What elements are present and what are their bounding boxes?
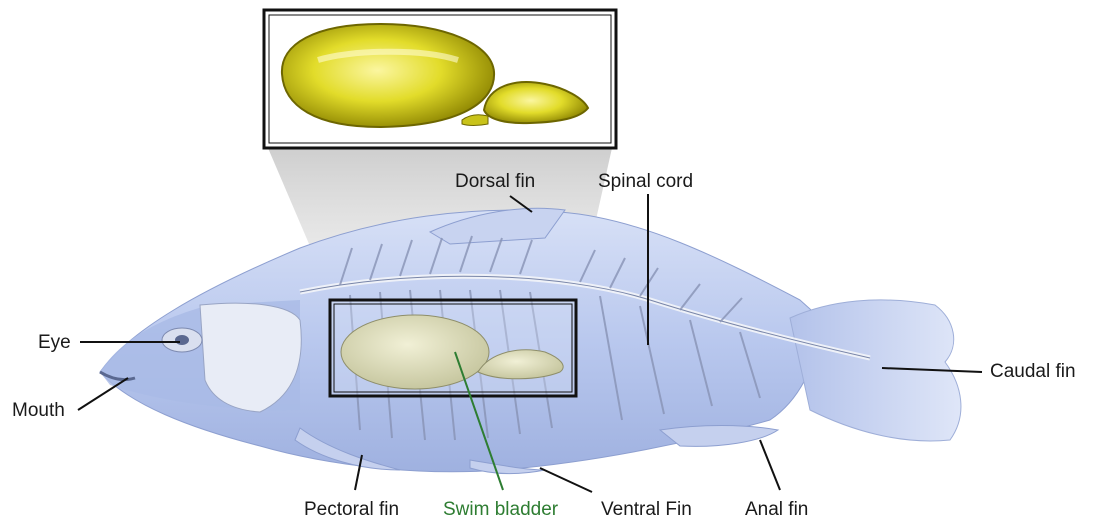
- label-spinal-cord: Spinal cord: [598, 172, 693, 191]
- leader-anal-fin: [760, 440, 780, 490]
- inset-bladder-anterior: [282, 24, 494, 127]
- label-dorsal-fin: Dorsal fin: [455, 172, 535, 191]
- swim-bladder-inset: [264, 10, 616, 148]
- label-anal-fin: Anal fin: [745, 500, 808, 519]
- label-caudal-fin: Caudal fin: [990, 362, 1076, 381]
- swim-bladder-box: [330, 300, 576, 396]
- leader-mouth: [78, 378, 128, 410]
- label-swim-bladder: Swim bladder: [443, 500, 558, 519]
- label-pectoral-fin: Pectoral fin: [304, 500, 399, 519]
- label-ventral-fin: Ventral Fin: [601, 500, 692, 519]
- leader-ventral-fin: [540, 468, 592, 492]
- label-eye: Eye: [38, 333, 71, 352]
- swim-bladder-anterior: [341, 315, 489, 389]
- label-mouth: Mouth: [12, 401, 65, 420]
